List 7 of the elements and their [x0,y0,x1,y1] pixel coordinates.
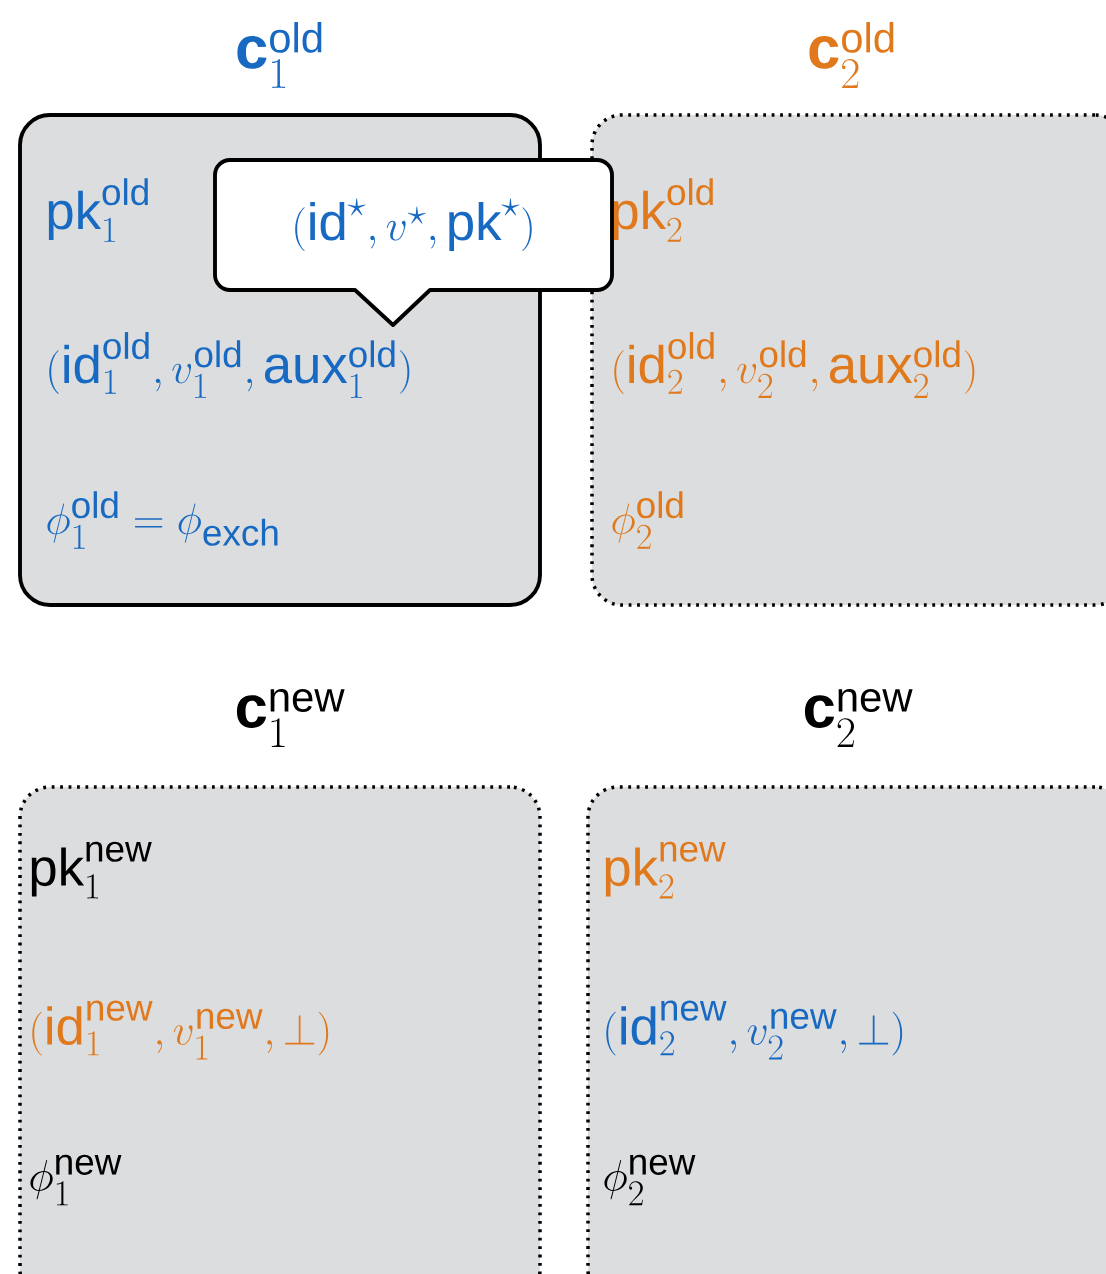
node-label: $\mathbf{c}_1^{\mathsf{old}}$ [237,22,322,88]
node-label: $\mathbf{c}_2^{\mathsf{new}}$ [804,688,913,748]
card-box: $\mathbf{c}_2^{\mathsf{new}}$ $\mathsf{pk}_2^{\mathsf{new}}$ $(\mathsf{id}_2^{\mathsf{new}}, v_2^{\mathsf{new}}, \perp)$ $\phi_2^{\mathsf{new}}$ [586,688,1106,1274]
node-label: $\mathbf{c}_1^{\mathsf{new}}$ [236,688,345,748]
card-box: $\mathbf{c}_1^{\mathsf{new}}$ $\mathsf{pk}_1^{\mathsf{new}}$ $(\mathsf{id}_1^{\mathsf{new}}, v_1^{\mathsf{new}}, \perp)$ $\phi_1^{\mathsf{new}}$ [18,688,542,1274]
node-label: $\mathbf{c}_2^{\mathsf{old}}$ [809,22,894,88]
speech-bubble: $(\mathsf{id}^{\star}, v^{\star}, \mathsf{pk}^{\star})$ [213,158,614,327]
